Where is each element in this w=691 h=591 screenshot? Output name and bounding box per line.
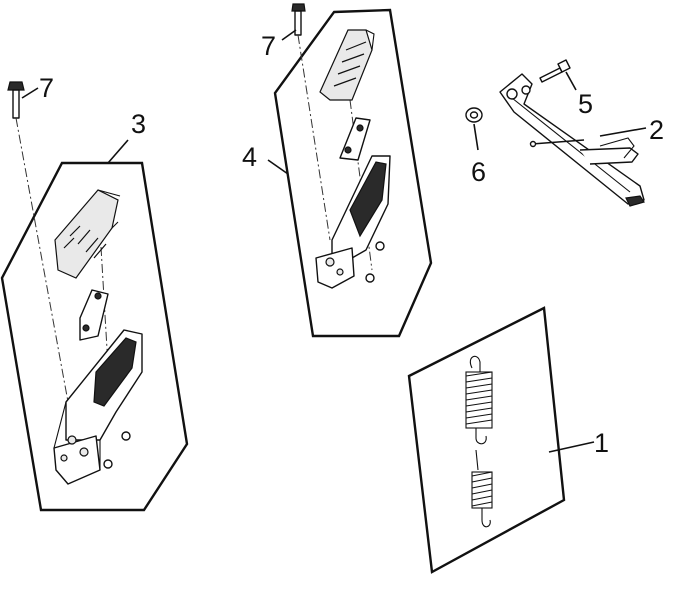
center-axis-line-a [297,34,331,241]
center-group-outline [273,8,433,338]
leader-7-center [281,29,297,41]
stand-nut-6 [465,107,483,123]
leader-1 [548,441,595,453]
center-footrest-body [315,155,391,289]
callout-4: 4 [242,142,257,172]
left-axis-line-a [15,117,76,441]
callout-7-center: 7 [261,31,276,61]
leader-4 [267,159,289,175]
center-footrest-group: 4 7 [242,3,433,338]
spring-group: 1 [407,306,609,574]
leader-2 [599,127,647,137]
left-group-outline [0,161,189,512]
stand-bolt-5 [539,59,571,83]
left-rubber-pad [54,189,121,279]
callout-5: 5 [578,89,593,119]
callout-3: 3 [131,109,146,139]
center-rubber-pad [319,29,375,101]
spring-group-outline [407,306,566,574]
leader-6 [473,123,479,151]
leader-7-left [21,87,39,99]
callout-1: 1 [594,428,609,458]
center-mount-plate [339,117,371,161]
callout-2: 2 [649,115,664,145]
callout-6: 6 [471,157,486,187]
large-spring [465,355,493,445]
side-stand-group: 5 2 6 [465,59,664,207]
leader-3 [107,139,129,164]
leader-5 [565,71,577,91]
left-footrest-group: 3 7 [0,73,189,512]
callout-7-left: 7 [39,73,54,103]
center-bolt-7 [291,3,306,36]
small-spring [471,449,493,528]
side-stand [499,73,645,207]
left-footrest-body [53,329,143,485]
left-bolt-7 [7,81,25,119]
left-mount-plate [79,289,109,341]
